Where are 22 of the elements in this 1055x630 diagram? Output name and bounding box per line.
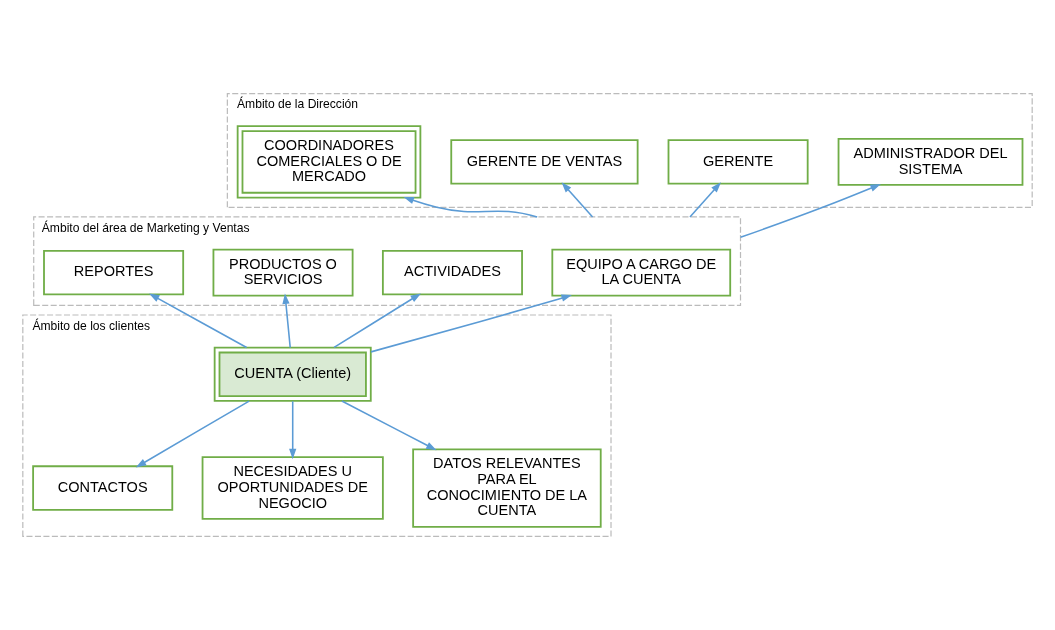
node-box: EQUIPO A CARGO DE LA CUENTA xyxy=(551,248,732,297)
node-box: COORDINADORES COMERCIALES O DE MERCADO xyxy=(236,125,422,199)
arrow xyxy=(135,400,250,468)
node-box: GERENTE xyxy=(667,139,809,185)
node-box: PRODUCTOS O SERVICIOS xyxy=(212,248,354,297)
node-box: CONTACTOS xyxy=(32,465,174,511)
node-box: CUENTA (Cliente) xyxy=(213,346,372,402)
arrow xyxy=(282,293,291,349)
arrow xyxy=(341,400,437,451)
arrow xyxy=(149,293,248,349)
arrow xyxy=(689,182,721,218)
arrow xyxy=(370,294,572,353)
node-box: NECESIDADES U OPORTUNIDADES DE NEGOCIO xyxy=(201,456,384,520)
node-box: REPORTES xyxy=(43,249,185,296)
arrow xyxy=(289,400,297,460)
node-box: ACTIVIDADES xyxy=(381,249,523,296)
arrow xyxy=(739,184,881,239)
node-box: ADMINISTRADOR DEL SISTEMA xyxy=(837,138,1024,186)
arrow xyxy=(333,293,421,349)
arrow xyxy=(403,196,538,218)
node-box: GERENTE DE VENTAS xyxy=(450,139,639,185)
node-box: DATOS RELEVANTES PARA EL CONOCIMIENTO DE LA CUENTA xyxy=(412,448,602,528)
